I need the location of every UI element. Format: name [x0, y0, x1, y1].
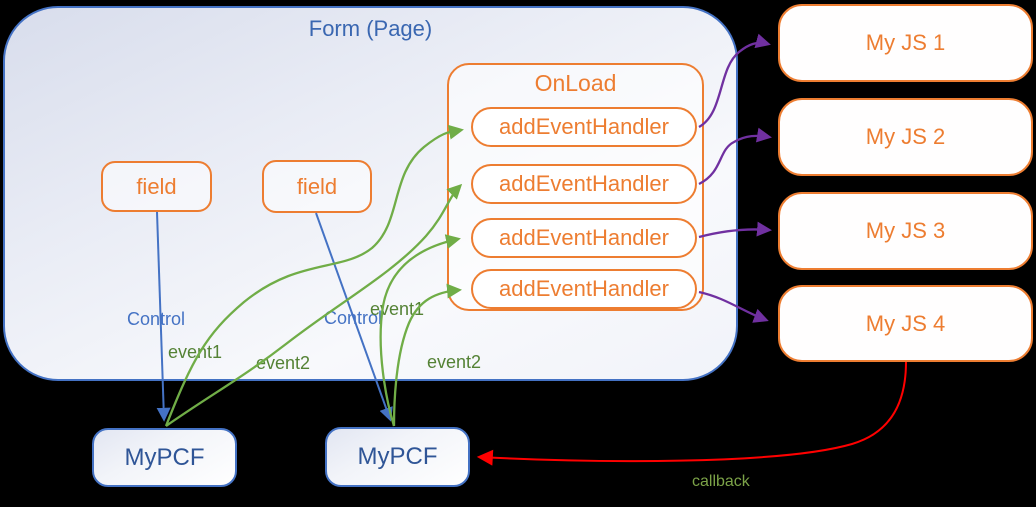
- onload-title: OnLoad: [534, 70, 617, 96]
- my-pcf-box-1: MyPCF: [92, 428, 237, 487]
- my-js-1-label: My JS 1: [865, 30, 946, 55]
- add-event-handler-1: addEventHandler: [471, 107, 697, 147]
- field-box-1-label: field: [136, 173, 177, 199]
- my-js-1-box: My JS 1: [778, 4, 1033, 82]
- control-label-1: Control: [127, 309, 186, 329]
- callback-label: callback: [692, 473, 750, 490]
- field-box-1: field: [101, 161, 212, 212]
- my-js-4-box: My JS 4: [778, 285, 1033, 362]
- event1-label-2: event1: [370, 299, 425, 319]
- add-event-handler-4-label: addEventHandler: [498, 276, 669, 301]
- add-event-handler-4: addEventHandler: [471, 269, 697, 309]
- add-event-handler-3: addEventHandler: [471, 218, 697, 258]
- my-js-3-label: My JS 3: [865, 218, 946, 243]
- my-js-4-label: My JS 4: [865, 310, 946, 336]
- my-pcf-2-label: MyPCF: [357, 443, 438, 470]
- add-event-handler-2-label: addEventHandler: [498, 171, 669, 196]
- add-event-handler-3-label: addEventHandler: [498, 225, 669, 250]
- field-box-2: field: [262, 160, 372, 213]
- add-event-handler-2: addEventHandler: [471, 164, 697, 204]
- my-js-3-box: My JS 3: [778, 192, 1033, 270]
- add-event-handler-1-label: addEventHandler: [498, 114, 669, 139]
- my-js-2-label: My JS 2: [865, 124, 946, 149]
- my-js-2-box: My JS 2: [778, 98, 1033, 176]
- event1-label-1: event1: [168, 342, 223, 362]
- my-pcf-1-label: MyPCF: [124, 443, 205, 471]
- my-pcf-box-2: MyPCF: [325, 427, 470, 487]
- field-box-2-label: field: [296, 173, 338, 199]
- form-page-title: Form (Page): [308, 16, 433, 41]
- event2-label-2: event2: [427, 352, 482, 372]
- event2-label-1: event2: [256, 353, 311, 373]
